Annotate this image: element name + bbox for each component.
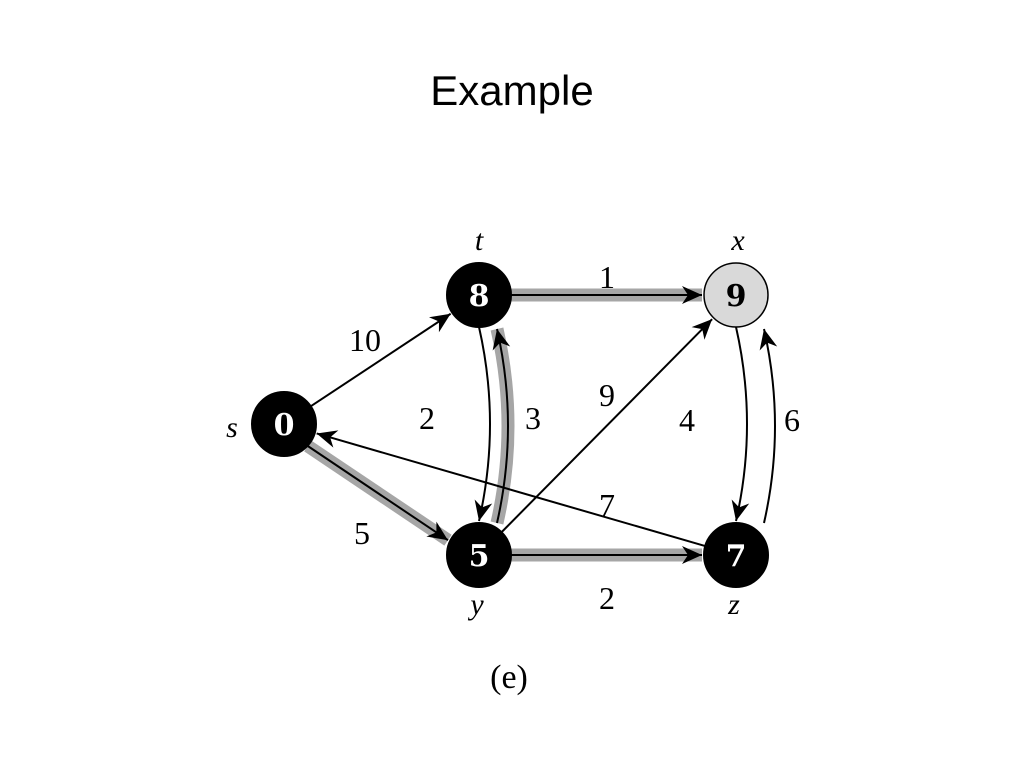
edge-z-x: [763, 328, 776, 524]
vertex-name-t: t: [475, 224, 484, 257]
vertex-distance-x: 9: [726, 279, 747, 314]
arrowhead-s-t: [428, 313, 451, 333]
vertex-distance-t: 8: [469, 279, 490, 314]
vertex-name-x: x: [730, 224, 745, 257]
arrowhead-z-x: [759, 329, 778, 351]
vertex-s: [251, 391, 317, 457]
vertex-z: [703, 522, 769, 588]
vertex-t: [446, 262, 512, 328]
edge-weight-y-x: 9: [599, 377, 615, 413]
arrowhead-t-y: [474, 499, 493, 521]
edge-s-y: [307, 445, 449, 542]
edge-s-t: [310, 312, 452, 408]
edge-weight-z-x: 6: [784, 402, 800, 438]
edge-weight-t-y: 2: [419, 400, 435, 436]
arrowhead-t-x: [682, 286, 702, 304]
arrowhead-y-z: [682, 546, 702, 564]
edge-t-y: [478, 326, 491, 522]
edge-weight-s-y: 5: [354, 515, 370, 551]
vertex-distance-z: 7: [726, 539, 747, 574]
edge-weight-z-s: 7: [599, 487, 615, 523]
vertex-x: [703, 262, 769, 328]
edge-x-z: [735, 326, 748, 522]
arrowhead-s-y: [426, 521, 448, 541]
edge-layer: [307, 286, 778, 564]
vertex-name-z: z: [727, 588, 740, 621]
arrowhead-x-z: [731, 499, 750, 521]
edge-weight-x-z: 4: [679, 402, 695, 438]
vertex-distance-y: 5: [469, 539, 490, 574]
slide-title: Example: [430, 67, 594, 114]
edge-weight-y-z: 2: [599, 580, 615, 616]
edge-weight-s-t: 10: [349, 322, 381, 358]
arrowhead-y-x: [691, 319, 713, 340]
label-layer: 10 5 1 2 3 9 2 4 6 7 s t x y z: [226, 224, 800, 621]
arrowhead-y-t: [492, 329, 511, 351]
vertex-distance-s: 0: [274, 408, 295, 443]
figure-caption: (e): [490, 659, 528, 696]
vertex-name-s: s: [226, 411, 238, 444]
edge-y-t: [496, 328, 509, 524]
vertex-layer: 0 8 9 5 7: [251, 262, 769, 588]
vertex-name-y: y: [467, 588, 484, 621]
arrowhead-z-s: [316, 430, 339, 448]
edge-z-s: [316, 432, 706, 548]
vertex-y: [446, 522, 512, 588]
edge-weight-t-x: 1: [599, 259, 615, 295]
edge-weight-y-t: 3: [525, 400, 541, 436]
